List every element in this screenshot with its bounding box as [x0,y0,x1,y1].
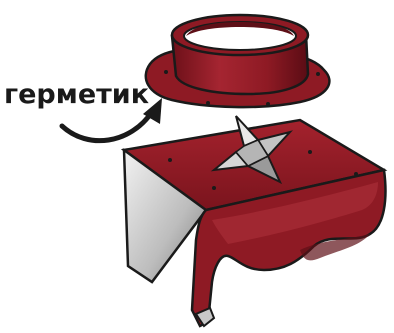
sealant-label: герметик [4,79,149,110]
sheet-screw [354,172,358,176]
sheet-screw [212,186,216,190]
collar-screw-hole [316,72,320,76]
collar-screw-hole [206,101,210,105]
arrow-shaft [62,112,152,141]
collar-screw-hole [266,102,270,106]
sheet-screw [168,158,172,162]
collar-screw-hole [164,70,168,74]
sealing-collar [146,15,330,107]
sheet-screw [308,150,312,154]
